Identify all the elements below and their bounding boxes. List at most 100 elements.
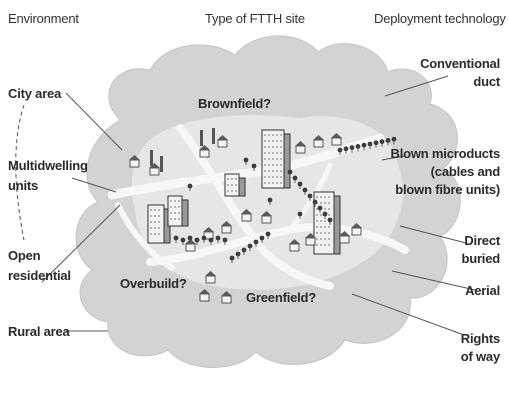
apartment-block [147, 204, 171, 244]
label-conventional-duct: Conventional duct [420, 56, 500, 90]
chimney [150, 150, 153, 166]
header-technology: Deployment technology [374, 11, 506, 26]
house [205, 271, 216, 284]
tree [355, 144, 361, 152]
tree [259, 235, 265, 243]
house [129, 155, 140, 168]
tree [241, 247, 247, 255]
house [313, 135, 324, 148]
tree [208, 237, 214, 245]
tree [367, 141, 373, 149]
tree [373, 140, 379, 148]
house [217, 135, 228, 148]
house [289, 239, 300, 252]
apartment-block [261, 129, 291, 189]
tree [322, 211, 328, 219]
chimney [212, 128, 215, 144]
label-multidwelling-units: Multidwelling units [8, 158, 88, 194]
road-branch [287, 162, 333, 233]
tree [385, 138, 391, 146]
label-blown-microducts-line2: (cables and [430, 164, 501, 179]
tree [391, 136, 397, 145]
house [261, 211, 272, 224]
house [295, 141, 306, 154]
tree [253, 239, 259, 247]
house [149, 163, 160, 176]
tree [337, 147, 343, 155]
tree [327, 217, 333, 225]
label-conventional-duct-line2: duct [473, 74, 500, 89]
tree [201, 235, 207, 243]
label-conventional-duct-line1: Conventional [420, 56, 500, 71]
header-site-type: Type of FTTH site [205, 11, 305, 26]
label-overbuild: Overbuild? [120, 276, 187, 291]
line-rights-of-way [351, 293, 465, 336]
road-lower [146, 223, 409, 266]
tree [187, 235, 193, 243]
label-brownfield: Brownfield? [198, 96, 271, 111]
tree [173, 235, 179, 243]
line-conventional-duct [384, 75, 449, 97]
label-aerial: Aerial [465, 283, 500, 298]
line-environment-dashed [15, 104, 25, 241]
house [351, 223, 362, 236]
label-direct-buried-line2: buried [461, 251, 500, 266]
house [221, 291, 232, 304]
house [221, 221, 232, 234]
house [339, 231, 350, 244]
apartment-block [167, 195, 189, 227]
label-open-residential-line2: residential [8, 268, 71, 283]
house [305, 233, 316, 246]
line-blown-microducts [381, 155, 405, 161]
tree [297, 181, 303, 189]
tree [235, 251, 241, 259]
label-rights-of-way: Rights of way [461, 331, 500, 365]
label-multidwelling-line1: Multidwelling [8, 158, 88, 173]
tree [292, 175, 298, 183]
label-direct-buried: Direct buried [461, 233, 500, 267]
tree [265, 231, 271, 239]
tree [187, 183, 193, 191]
line-direct-buried [399, 225, 467, 244]
tree [180, 237, 186, 245]
tree [222, 237, 228, 245]
line-open-residential [41, 204, 121, 283]
tree [297, 211, 303, 219]
house [199, 145, 210, 158]
tree [287, 169, 293, 177]
label-open-residential: Open residential [8, 248, 71, 284]
label-direct-buried-line1: Direct [464, 233, 500, 248]
tree [267, 197, 273, 205]
tree [307, 193, 313, 201]
tree [312, 199, 318, 207]
tree [317, 205, 323, 213]
tree [194, 237, 200, 245]
label-blown-microducts: Blown microducts (cables and blown fibre… [390, 146, 501, 198]
trees [173, 136, 397, 263]
connector-lines [15, 75, 476, 336]
label-rural-area: Rural area [8, 324, 70, 339]
tree [215, 235, 221, 243]
label-greenfield: Greenfield? [246, 290, 317, 305]
label-city-area: City area [8, 86, 62, 101]
tree [343, 146, 349, 154]
chimney [160, 156, 163, 172]
house [241, 209, 252, 222]
line-multidwelling [71, 177, 117, 193]
tree [251, 163, 257, 171]
house [203, 227, 214, 240]
line-aerial [391, 270, 476, 291]
tree [379, 139, 385, 147]
road-left [115, 202, 175, 271]
label-blown-microducts-line3: blown fibre units) [395, 182, 500, 197]
header-environment: Environment [8, 11, 79, 26]
label-rights-of-way-line1: Rights [460, 331, 500, 346]
label-blown-microducts-line1: Blown microducts [390, 146, 501, 161]
tree [247, 243, 253, 251]
tree [361, 142, 367, 151]
label-open-residential-line1: Open [8, 248, 41, 263]
apartment-block [224, 173, 246, 197]
label-multidwelling-line2: units [8, 178, 39, 193]
